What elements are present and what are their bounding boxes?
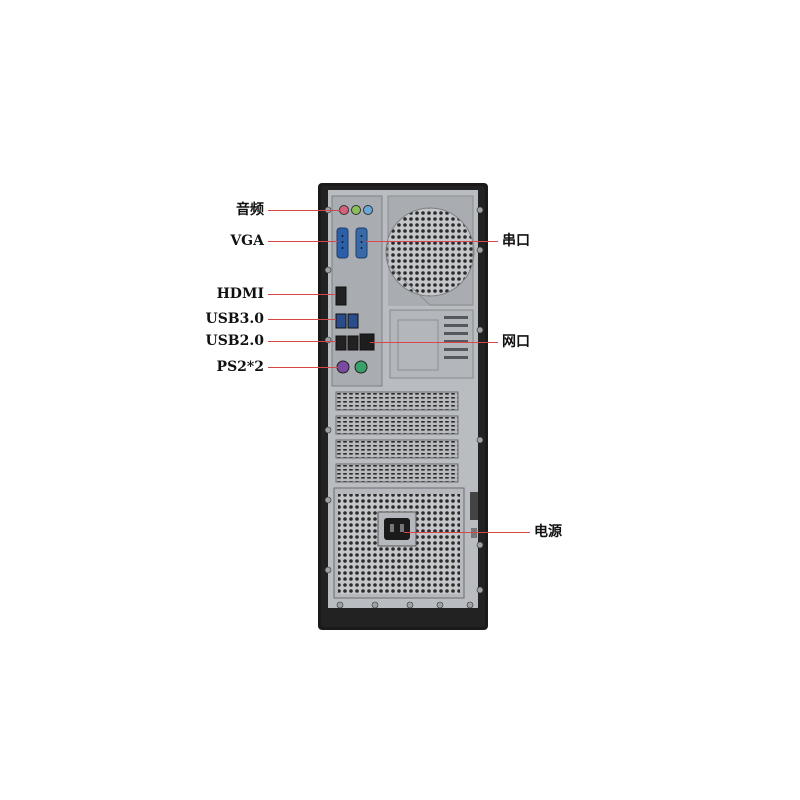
callout-power-label: 电源: [534, 524, 562, 540]
callout-ps2-label: PS2*2: [216, 359, 264, 375]
callout-ps2-line: [268, 367, 338, 368]
callout-hdmi-line: [268, 294, 336, 295]
expansion-slots: [335, 391, 459, 483]
side-vent: [389, 309, 474, 379]
audio-jacks: [339, 205, 373, 215]
callout-audio-label: 音频: [236, 202, 264, 218]
callout-vga-label: VGA: [230, 233, 264, 249]
ps2-keyboard-port: [354, 360, 368, 374]
callout-hdmi-label: HDMI: [216, 286, 264, 302]
callout-usb3-label: USB3.0: [205, 311, 264, 327]
usb2-port-1: [335, 335, 347, 351]
ps2-mouse-port: [336, 360, 350, 374]
usb3-port-2: [347, 313, 359, 329]
usb2-port-2: [347, 335, 359, 351]
callout-usb2-line: [268, 341, 336, 342]
usb3-port-1: [335, 313, 347, 329]
callout-audio-line: [268, 210, 340, 211]
callout-vga-line: [268, 241, 338, 242]
callout-usb3-line: [268, 319, 336, 320]
fan-grille: [385, 207, 475, 297]
callout-power-line: [404, 532, 530, 533]
callout-ethernet-line: [370, 342, 498, 343]
power-socket: [384, 518, 410, 540]
callout-ethernet-label: 网口: [502, 334, 530, 350]
callout-serial-label: 串口: [502, 233, 530, 249]
callout-usb2-label: USB2.0: [205, 333, 264, 349]
callout-serial-line: [366, 241, 498, 242]
hdmi-port: [335, 286, 347, 306]
